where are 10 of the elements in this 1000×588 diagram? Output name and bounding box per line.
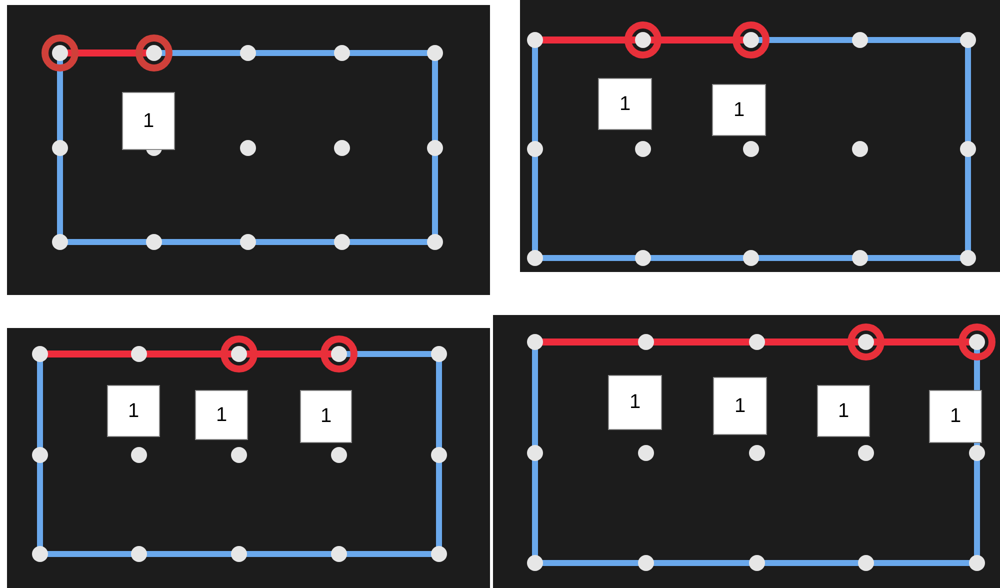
number-label: 1	[712, 84, 766, 136]
number-label: 1	[195, 390, 248, 440]
number-label: 1	[817, 385, 870, 437]
number-label: 1	[713, 377, 767, 435]
number-label: 1	[598, 78, 652, 130]
number-label: 1	[107, 385, 160, 437]
number-label: 1	[608, 375, 662, 430]
number-label: 1	[300, 390, 352, 443]
number-label: 1	[122, 92, 175, 150]
number-label: 1	[929, 390, 982, 443]
